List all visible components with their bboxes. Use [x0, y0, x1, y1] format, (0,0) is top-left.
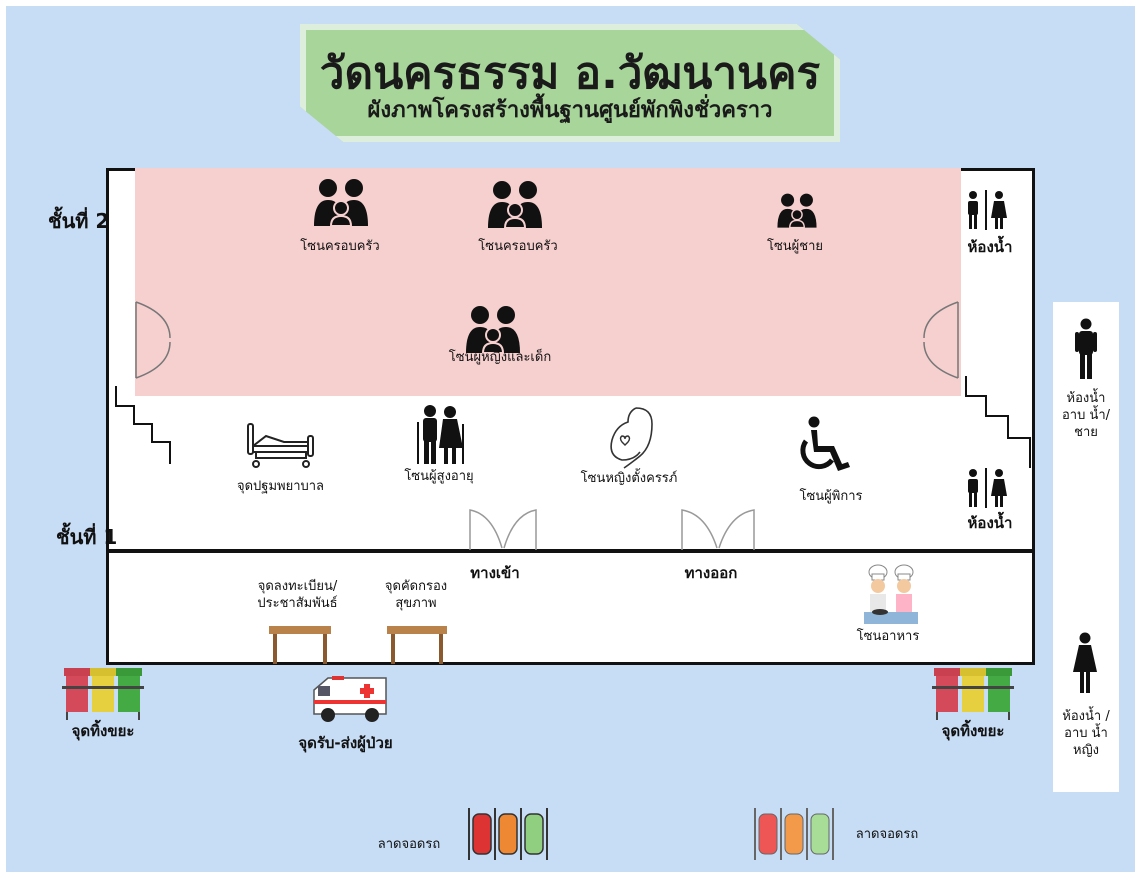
man-icon	[1075, 318, 1097, 379]
floor-1-label: ชั้นที่ 1	[56, 525, 118, 549]
parking-cars-icon	[468, 808, 548, 860]
floor-2-label: ชั้นที่ 2	[48, 209, 110, 233]
first-aid-label: จุดปฐมพยาบาล	[236, 479, 325, 494]
title-banner	[300, 24, 840, 142]
elderly-icon	[417, 405, 464, 464]
door-icon	[681, 509, 755, 550]
restroom-icon	[968, 468, 1007, 508]
family-icon	[488, 181, 542, 229]
wheelchair-icon	[800, 416, 850, 471]
floor2-restroom-label: ห้องน้ำ	[967, 238, 1013, 256]
disabled-zone-label: โซนผู้พิการ	[799, 489, 863, 504]
chef-icon	[864, 564, 918, 624]
group-icon	[777, 193, 817, 229]
pregnant-zone-label: โซนหญิงตั้งครรภ์	[580, 471, 678, 486]
parking-cars-icon	[754, 808, 834, 860]
hospital-bed-icon	[247, 423, 314, 468]
woman-icon	[1073, 632, 1097, 693]
elderly-zone-label: โซนผู้สูงอายุ	[404, 469, 474, 484]
page-subtitle: ผังภาพโครงสร้างพื้นฐานศูนย์พักพิงชั่วครา…	[367, 98, 773, 123]
floor-divider	[106, 549, 1035, 553]
door-icon	[469, 509, 537, 550]
table-icon	[269, 626, 331, 664]
parking-right-label: ลาดจอดรถ	[855, 827, 919, 842]
family-zone-2-label: โซนครอบครัว	[478, 239, 558, 254]
women-shower-label: ห้องน้ำ /อาบ น้ำหญิง	[1062, 709, 1110, 758]
women-children-zone-label: โซนผู้หญิงและเด็ก	[448, 350, 552, 365]
men-shower-label: ห้องน้ำ อาบ น้ำ/ชาย	[1061, 391, 1111, 440]
trash-point-left-label: จุดทิ้งขยะ	[71, 722, 135, 740]
exit-label: ทางออก	[684, 564, 738, 582]
entrance-label: ทางเข้า	[470, 564, 520, 582]
door-icon	[135, 301, 171, 379]
family-zone-1-label: โซนครอบครัว	[300, 239, 380, 254]
registration-label: จุดลงทะเบียน/ ประชาสัมพันธ์	[257, 579, 338, 611]
stairs-icon	[115, 386, 171, 464]
table-icon	[387, 626, 447, 664]
pregnant-icon	[610, 407, 653, 469]
stairs-icon	[965, 376, 1031, 468]
sleeping-zone-area	[135, 168, 961, 396]
shower-panel	[1053, 302, 1119, 792]
ambulance-icon	[313, 676, 387, 722]
family-icon	[314, 179, 368, 227]
parking-left-label: ลาดจอดรถ	[377, 837, 441, 852]
restroom-icon	[968, 190, 1007, 230]
trash-bins-icon	[62, 668, 144, 720]
trash-bins-icon	[932, 668, 1014, 720]
door-icon	[923, 301, 959, 379]
patient-transfer-label: จุดรับ-ส่งผู้ป่วย	[298, 734, 393, 752]
family-icon	[466, 306, 520, 354]
page-title: วัดนครธรรม อ.วัฒนานคร	[319, 48, 821, 99]
floor1-restroom-label: ห้องน้ำ	[967, 514, 1013, 532]
food-zone-label: โซนอาหาร	[856, 629, 920, 644]
men-zone-label: โซนผู้ชาย	[766, 239, 824, 254]
screening-label: จุดคัดกรอง สุขภาพ	[384, 579, 448, 611]
trash-point-right-label: จุดทิ้งขยะ	[941, 722, 1005, 740]
